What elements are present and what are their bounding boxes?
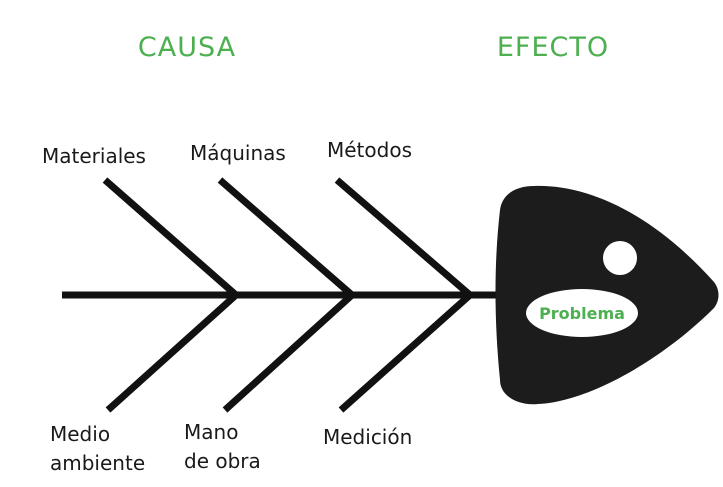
rib-bottom-medicion bbox=[338, 292, 473, 413]
cause-label-medio: Medio bbox=[50, 422, 110, 446]
cause-label-metodos: Métodos bbox=[327, 138, 412, 162]
cause-label-de-obra: de obra bbox=[184, 449, 261, 473]
rib-top-maquinas bbox=[217, 177, 355, 298]
rib-top-materiales bbox=[102, 177, 239, 298]
cause-label-ambiente: ambiente bbox=[50, 451, 145, 475]
problem-label: Problema bbox=[539, 304, 625, 323]
rib-top-metodos bbox=[334, 177, 473, 298]
effect-heading: EFECTO bbox=[497, 32, 609, 63]
rib-bottom-mano-de-obra bbox=[222, 292, 355, 413]
cause-heading: CAUSA bbox=[138, 32, 236, 63]
cause-label-medicion: Medición bbox=[323, 425, 412, 449]
problem-ellipse bbox=[526, 289, 638, 337]
cause-label-materiales: Materiales bbox=[42, 144, 146, 168]
cause-label-mano: Mano bbox=[184, 420, 238, 444]
fish-eye-icon bbox=[603, 241, 637, 275]
rib-bottom-medio-ambiente bbox=[105, 292, 239, 413]
cause-label-maquinas: Máquinas bbox=[190, 141, 286, 165]
